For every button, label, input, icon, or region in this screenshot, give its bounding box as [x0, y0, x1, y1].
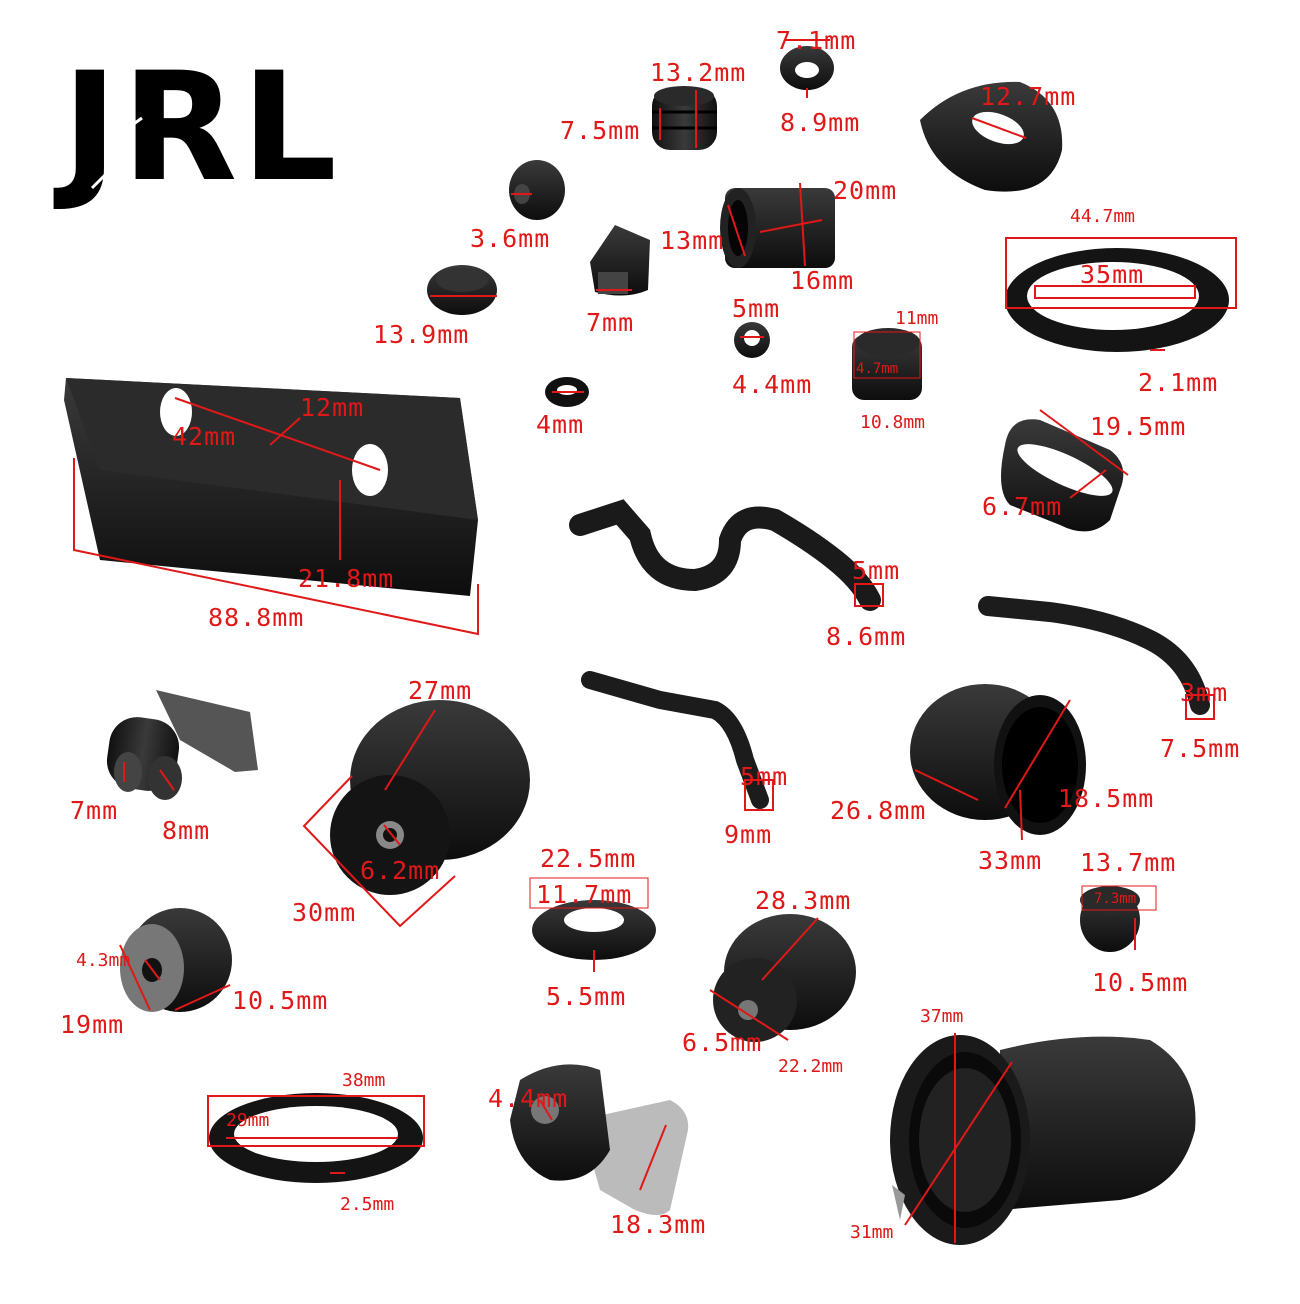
dimension-label: 4.4mm — [488, 1084, 569, 1113]
dimension-label: 33mm — [978, 846, 1043, 875]
dimension-label: 2.5mm — [340, 1194, 395, 1215]
rubber-sleeve-part — [720, 182, 835, 268]
dimension-label: 7.5mm — [560, 116, 641, 145]
dimension-label: 13.2mm — [650, 58, 747, 87]
angled-grommet-part — [590, 225, 650, 296]
dimension-label: 29mm — [226, 1110, 270, 1131]
dimension-label: 42mm — [172, 422, 237, 451]
medium-flat-washer-part — [207, 1093, 425, 1183]
dimension-label: 3mm — [1180, 678, 1229, 707]
oil-hose-s-part — [569, 499, 884, 611]
tiny-ring-part — [545, 377, 589, 407]
dimension-label: 22.2mm — [778, 1056, 844, 1077]
mounted-buffer-part — [510, 1064, 689, 1215]
dimension-label: 12mm — [300, 393, 365, 422]
large-av-buffer-part — [302, 700, 530, 928]
dimension-label: 22.5mm — [540, 844, 637, 873]
dimension-label: 16mm — [790, 266, 855, 295]
bellows-grommet-part — [652, 86, 717, 150]
logo-crack-lines — [90, 62, 409, 190]
dimension-label: 7mm — [70, 796, 119, 825]
dimension-label: 7mm — [586, 308, 635, 337]
dimension-label: 11mm — [895, 308, 939, 329]
dimension-label: 9mm — [724, 820, 773, 849]
dimension-label: 4.3mm — [76, 950, 131, 971]
dimension-label: 20mm — [833, 176, 898, 205]
dimension-label: 37mm — [920, 1006, 964, 1027]
dimension-label: 13.9mm — [373, 320, 470, 349]
dimension-label: 4mm — [536, 410, 585, 439]
stepped-bushing-part — [852, 328, 922, 400]
flanged-grommet-part — [1080, 885, 1157, 952]
twin-tube-part — [106, 690, 258, 800]
dimension-label: 35mm — [1080, 260, 1145, 289]
dimension-label: 26.8mm — [830, 796, 927, 825]
dimension-label: 19.5mm — [1090, 412, 1187, 441]
dimension-label: 11.7mm — [536, 880, 633, 909]
dimension-label: 44.7mm — [1070, 206, 1136, 227]
dimension-label: 12.7mm — [980, 82, 1077, 111]
dimension-label: 5.5mm — [546, 982, 627, 1011]
dimension-label: 5mm — [732, 294, 781, 323]
dimension-label: 5mm — [740, 762, 789, 791]
dimension-label: 7.5mm — [1160, 734, 1241, 763]
dimension-label: 2.1mm — [1138, 368, 1219, 397]
small-av-buffer-part — [119, 908, 232, 1012]
dimension-label: 7.1mm — [776, 26, 857, 55]
small-grommet-part — [780, 39, 834, 98]
dimension-label: 21.8mm — [298, 564, 395, 593]
dimension-label: 18.3mm — [610, 1210, 707, 1239]
long-buffer-bar-part — [64, 378, 479, 636]
medium-av-buffer-part — [709, 914, 856, 1042]
dimension-label: 8.6mm — [826, 622, 907, 651]
dimension-label: 7.3mm — [1094, 891, 1137, 907]
fuel-hose-curved-part — [978, 596, 1215, 720]
dimension-label: 10.5mm — [232, 986, 329, 1015]
dimension-label: 13mm — [660, 226, 725, 255]
dimension-label: 18.5mm — [1058, 784, 1155, 813]
dimension-label: 13.7mm — [1080, 848, 1177, 877]
dimension-label: 8mm — [162, 816, 211, 845]
brand-logo-text: JRL — [62, 41, 341, 215]
dimension-label: 27mm — [408, 676, 473, 705]
dimension-label: 31mm — [850, 1222, 894, 1243]
large-flat-washer-part — [1005, 237, 1237, 352]
dimension-label: 6.2mm — [360, 856, 441, 885]
dimension-label: 6.7mm — [982, 492, 1063, 521]
dimension-label: 6.5mm — [682, 1028, 763, 1057]
dimension-label: 28.3mm — [755, 886, 852, 915]
tiny-grommet-part — [734, 322, 770, 358]
dimension-label: 3.6mm — [470, 224, 551, 253]
dimension-label: 88.8mm — [208, 603, 305, 632]
dimension-label: 19mm — [60, 1010, 125, 1039]
dimension-label: 4.7mm — [856, 361, 899, 377]
thick-washer-part — [529, 877, 656, 972]
oil-hose-bent-part — [581, 671, 774, 811]
intake-sleeve-part — [910, 684, 1086, 841]
dimension-label: 10.8mm — [860, 412, 926, 433]
wide-grommet-part — [427, 265, 497, 315]
dimension-label: 5mm — [852, 556, 901, 585]
dimension-label: 30mm — [292, 898, 357, 927]
brand-logo: JRL — [62, 41, 482, 215]
intake-boot-part — [890, 1033, 1196, 1245]
small-plug-part — [509, 160, 565, 220]
dimension-label: 38mm — [342, 1070, 386, 1091]
flanged-cone-part — [920, 81, 1063, 192]
dimension-label: 8.9mm — [780, 108, 861, 137]
oval-grommet-part — [1001, 409, 1129, 532]
dimension-label: 10.5mm — [1092, 968, 1189, 997]
dimension-label: 4.4mm — [732, 370, 813, 399]
